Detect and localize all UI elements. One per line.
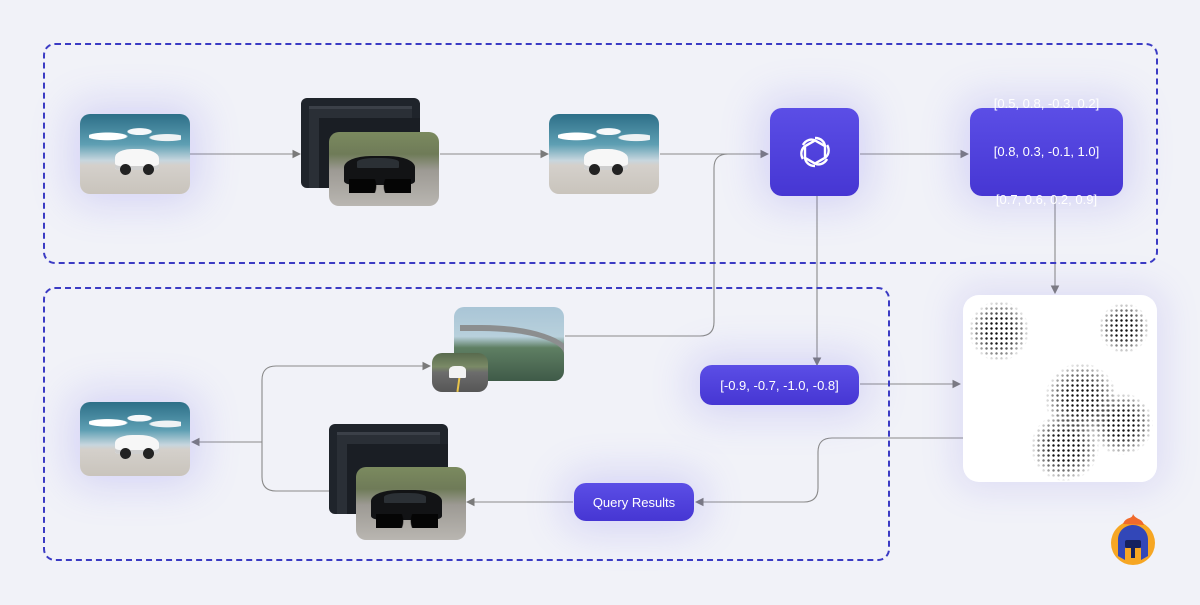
vector-row-1: [0.5, 0.8, -0.3, 0.2] bbox=[993, 96, 1100, 111]
cluster-top-left bbox=[969, 301, 1029, 361]
input-car-image bbox=[80, 114, 190, 194]
cluster-bottom bbox=[1031, 413, 1099, 481]
white-car bbox=[115, 149, 160, 175]
helmet-logo-icon bbox=[1111, 514, 1155, 565]
dataset-car-image bbox=[329, 132, 439, 206]
black-car bbox=[344, 155, 415, 193]
vector-space-plot bbox=[963, 295, 1157, 482]
indexing-stage-box bbox=[43, 43, 1158, 264]
openai-knot-icon bbox=[799, 136, 830, 168]
black-car bbox=[371, 490, 442, 528]
cluster-right bbox=[1091, 393, 1153, 455]
white-car bbox=[584, 149, 629, 175]
cluster-top-right bbox=[1099, 303, 1149, 353]
query-stage-box bbox=[43, 287, 890, 561]
sample-car-image bbox=[549, 114, 659, 194]
embedding-vectors: [0.5, 0.8, -0.3, 0.2] [0.8, 0.3, -0.1, 1… bbox=[970, 96, 1123, 207]
vector-row-3: [0.7, 0.6, 0.2, 0.9] bbox=[995, 192, 1098, 207]
vector-row-2: [0.8, 0.3, -0.1, 1.0] bbox=[993, 144, 1100, 159]
query-road-car-image bbox=[432, 353, 488, 392]
white-car bbox=[115, 434, 160, 460]
query-vector-text: [-0.9, -0.7, -1.0, -0.8] bbox=[720, 377, 839, 393]
query-vector: [-0.9, -0.7, -1.0, -0.8] bbox=[700, 365, 859, 405]
query-results-label: Query Results bbox=[592, 494, 676, 510]
query-car bbox=[448, 366, 466, 378]
results-car-image bbox=[356, 467, 466, 540]
embedding-model bbox=[770, 108, 859, 196]
result-car-image bbox=[80, 402, 190, 476]
query-results-pill: Query Results bbox=[574, 483, 694, 521]
